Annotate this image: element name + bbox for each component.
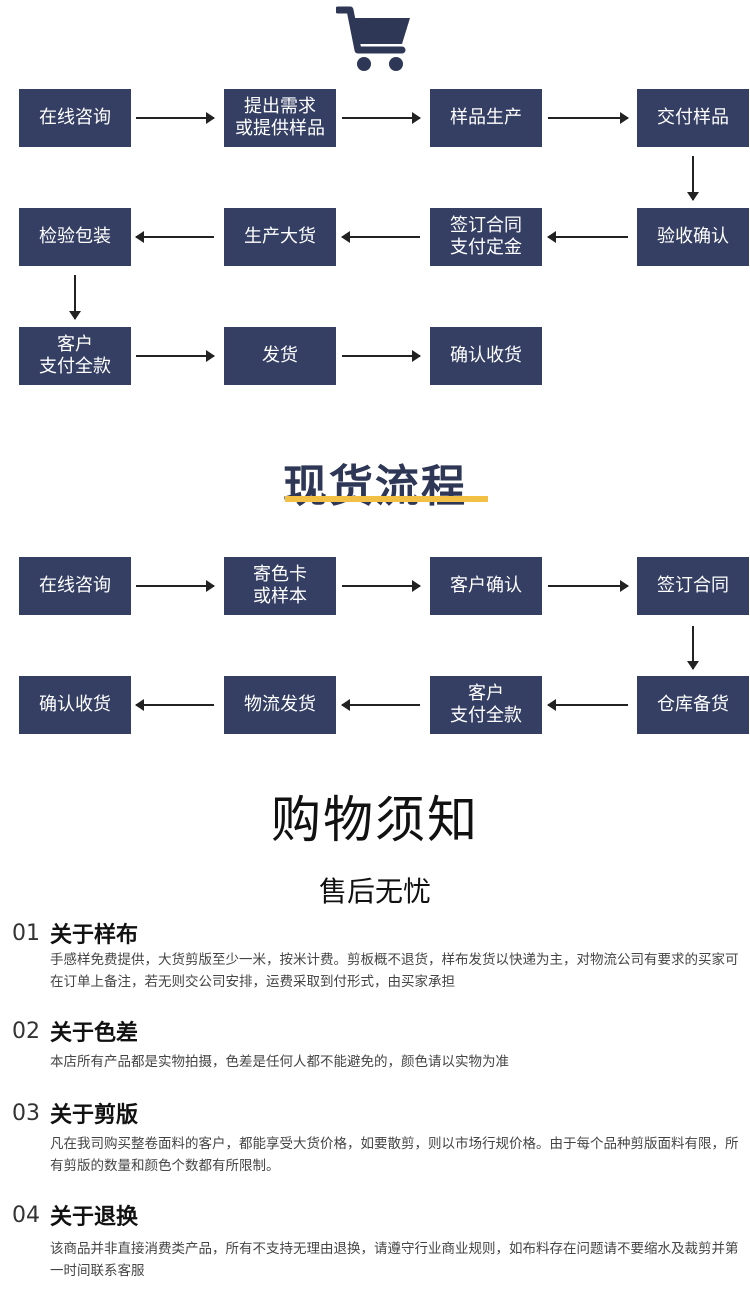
flow1-step-deliver-sample: 交付样品 (637, 89, 749, 147)
flow2-step-confirm-receipt: 确认收货 (19, 676, 131, 734)
flow1-step-acceptance: 验收确认 (637, 208, 749, 266)
flow2-arrow (547, 699, 628, 711)
section-body: 凡在我司购买整卷面料的客户，都能享受大货价格，如要散剪，则以市场行规价格。由于每… (50, 1136, 739, 1174)
notice-section-head: 04 关于退换 (12, 1198, 138, 1232)
flow2-step-warehouse-stock: 仓库备货 (637, 676, 749, 734)
section-title: 关于样布 (50, 923, 139, 948)
flow1-step-ship: 发货 (224, 327, 336, 385)
flow2-arrow (342, 580, 421, 592)
section-title: 关于退换 (50, 1205, 139, 1230)
flow2-step-consult: 在线咨询 (19, 557, 131, 615)
flow1-step-full-payment: 客户 支付全款 (19, 327, 131, 385)
flow1-step-sample-production: 样品生产 (430, 89, 542, 147)
flow2-arrow (687, 626, 699, 670)
flow2-step-send-color-card: 寄色卡 或样本 (224, 557, 336, 615)
flow1-arrow (342, 350, 421, 362)
flow2-arrow (136, 580, 215, 592)
shopping-cart-icon (334, 4, 414, 76)
flow1-step-requirement: 提出需求 或提供样品 (224, 89, 336, 147)
flow1-step-consult: 在线咨询 (19, 89, 131, 147)
section-number: 02 (12, 1018, 40, 1044)
section-number: 04 (12, 1202, 40, 1228)
flow2-step-full-payment: 客户 支付全款 (430, 676, 542, 734)
flow1-arrow (69, 275, 81, 320)
section-body: 手感样免费提供，大货剪版至少一米，按米计费。剪板概不退货，样布发货以快递为主，对… (50, 952, 739, 990)
flow1-step-inspect-pack: 检验包装 (19, 208, 131, 266)
flow2-arrow (135, 699, 214, 711)
flow1-arrow (547, 231, 628, 243)
section-title: 关于剪版 (50, 1103, 139, 1128)
notice-title: 购物须知 (271, 791, 479, 849)
section-title: 关于色差 (50, 1021, 139, 1046)
flow1-arrow (135, 231, 214, 243)
notice-subtitle: 售后无忧 (318, 875, 431, 908)
title-underline (285, 496, 488, 502)
flow1-step-confirm-receipt: 确认收货 (430, 327, 542, 385)
flow1-arrow (342, 112, 421, 124)
flow1-arrow (136, 350, 215, 362)
flow1-arrow (136, 112, 215, 124)
notice-section-head: 01 关于样布 (12, 916, 138, 950)
section-body: 本店所有产品都是实物拍摄，色差是任何人都不能避免的，颜色请以实物为准 (50, 1054, 509, 1070)
flow1-step-mass-production: 生产大货 (224, 208, 336, 266)
flow2-arrow (341, 699, 420, 711)
flow1-arrow (548, 112, 629, 124)
section-number: 01 (12, 920, 40, 946)
flow1-arrow (687, 156, 699, 201)
section-number: 03 (12, 1100, 40, 1126)
flow2-step-sign-contract: 签订合同 (637, 557, 749, 615)
flow1-step-contract-deposit: 签订合同 支付定金 (430, 208, 542, 266)
spot-flow-title: 现货流程 (283, 461, 467, 512)
notice-section-head: 02 关于色差 (12, 1014, 138, 1048)
flow1-arrow (341, 231, 420, 243)
flow2-step-customer-confirm: 客户确认 (430, 557, 542, 615)
section-body: 该商品并非直接消费类产品，所有不支持无理由退换，请遵守行业商业规则，如布料存在问… (50, 1241, 739, 1279)
flow2-arrow (548, 580, 629, 592)
flow2-step-logistics: 物流发货 (224, 676, 336, 734)
notice-section-head: 03 关于剪版 (12, 1096, 138, 1130)
